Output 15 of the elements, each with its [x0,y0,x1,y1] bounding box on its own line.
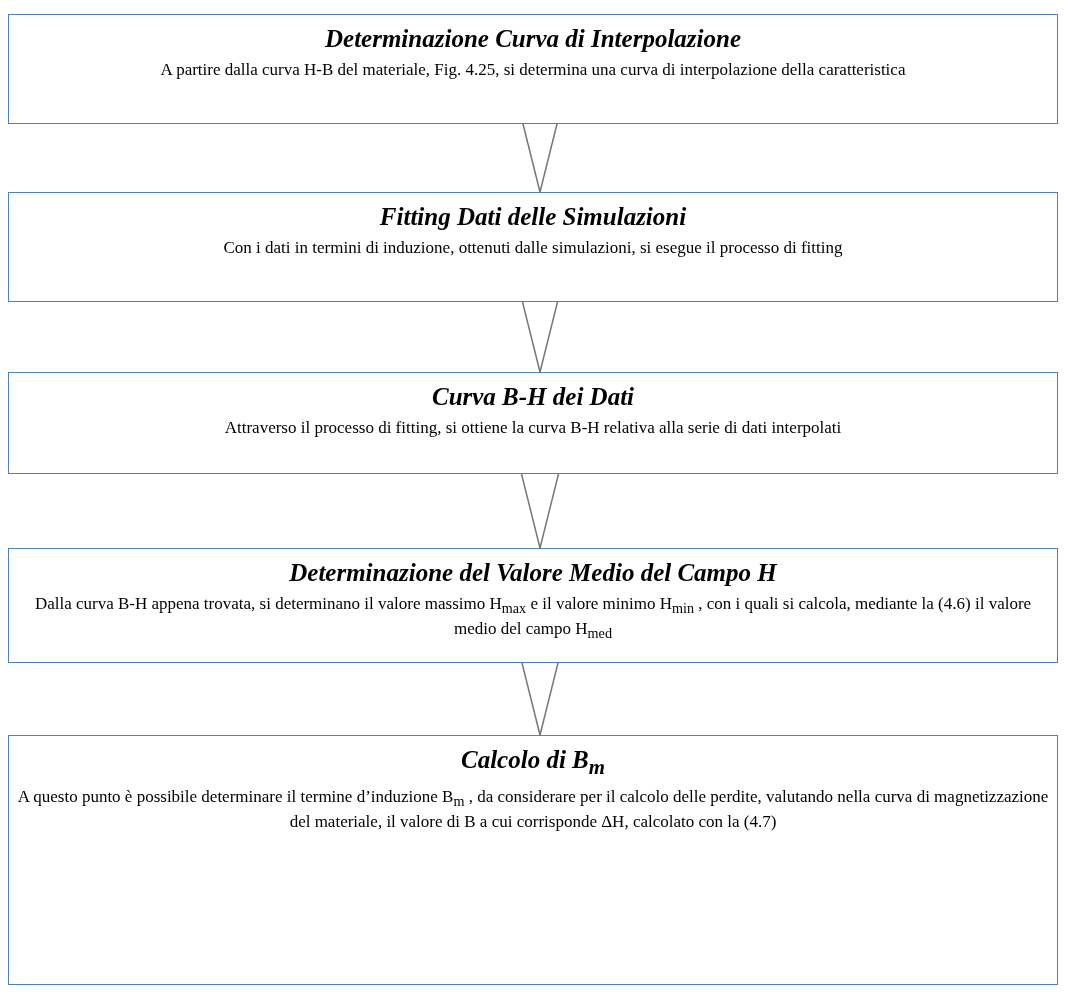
step-heading: Fitting Dati delle Simulazioni [378,203,688,231]
process-box [8,735,1058,985]
process-box [8,192,1058,302]
step-heading: Calcolo di B$_{m}$ [460,746,606,780]
process-box [8,372,1058,474]
step-heading: Determinazione Curva di Interpolazione [324,25,742,53]
step-description: Dalla curva B-H appena trovata, si determinano il valore massimo H$_{max}$ e il valore minimo H$_{min}$ , con i quali si calcola, mediante la (4.6) il valore medio del campo H$_{med}$ [33,593,1033,643]
step-heading: Curva B-H dei Dati [430,383,636,411]
step-description: Con i dati in termini di induzione, ottenuti dalle simulazioni, si esegue il processo di fitting [222,237,844,259]
step-description: Attraverso il processo di fitting, si ottiene la curva B-H relativa alla serie di dati interpolati [223,417,843,439]
step-heading: Determinazione del Valore Medio del Campo H [288,559,779,587]
step-description: A questo punto è possibile determinare il termine d’induzione B$_{m}$ , da considerare per il calcolo delle perdite, valutando nella curva di magnetizzazione del materiale, il valore di B a cui corrisponde ΔH, calcolato con la (4.7) [17,786,1049,833]
process-box [8,548,1058,663]
process-box [8,14,1058,124]
step-description: A partire dalla curva H-B del materiale, Fig. 4.25, si determina una curva di interpolazione della caratteristica [159,59,907,81]
